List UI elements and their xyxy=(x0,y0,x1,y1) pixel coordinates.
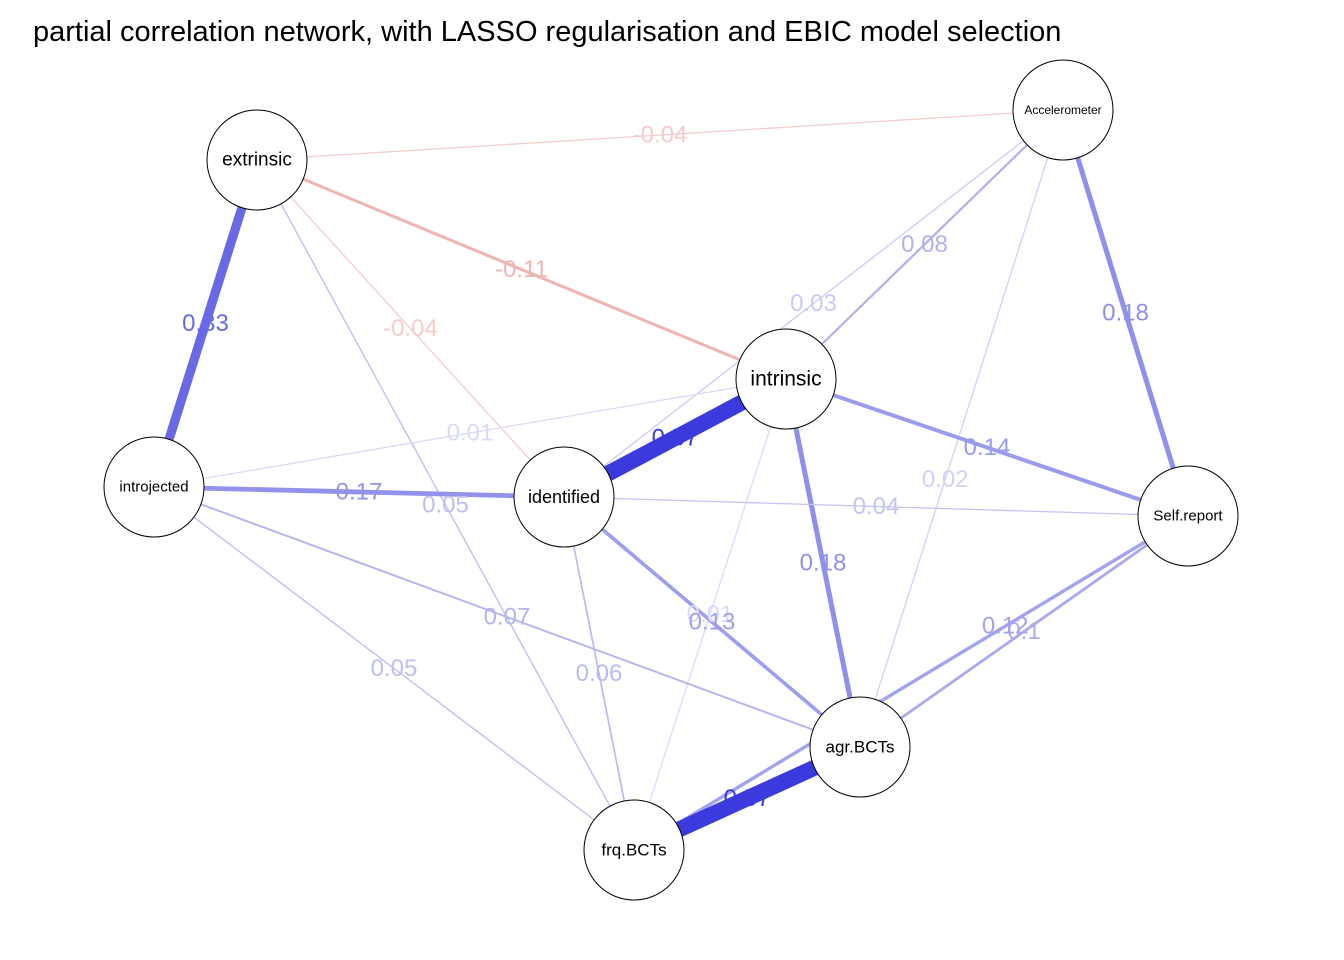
edge-accelerometer-identified xyxy=(563,109,1064,498)
node-label-extrinsic: extrinsic xyxy=(222,150,292,171)
edge-extrinsic-identified xyxy=(256,159,565,498)
edge-introjected-agr_bcts xyxy=(153,486,861,748)
edge-identified-agr_bcts xyxy=(562,495,862,749)
node-label-accelerometer: Accelerometer xyxy=(1024,103,1101,117)
edge-label-intrinsic-introjected: 0.01 xyxy=(447,420,494,447)
edge-label-introjected-identified: 0.17 xyxy=(336,479,383,506)
edge-label-intrinsic-agr_bcts: 0.18 xyxy=(800,550,847,577)
node-circle-frq_bcts xyxy=(583,799,685,901)
node-circle-accelerometer xyxy=(1012,59,1114,161)
edge-identified-self_report xyxy=(563,496,1189,517)
edge-accelerometer-agr_bcts xyxy=(859,109,1064,748)
edge-label-identified-self_report: 0.04 xyxy=(853,493,900,520)
node-circle-extrinsic xyxy=(206,109,308,211)
edge-intrinsic-frq_bcts xyxy=(633,378,787,851)
node-intrinsic: intrinsic xyxy=(735,328,837,430)
node-label-self_report: Self.report xyxy=(1153,508,1223,525)
edge-label-extrinsic-introjected: 0.33 xyxy=(182,310,229,337)
edge-intrinsic-agr_bcts xyxy=(783,378,863,748)
edge-label-identified-agr_bcts: 0.13 xyxy=(689,609,736,636)
edge-label-intrinsic-self_report: 0.14 xyxy=(964,434,1011,461)
edge-label-intrinsic-frq_bcts: 0.01 xyxy=(687,601,734,628)
node-label-agr_bcts: agr.BCTs xyxy=(826,738,895,757)
edge-label-agr_bcts-frq_bcts: 0.57 xyxy=(724,785,771,812)
nodes-layer: extrinsic Accelerometer intrinsic introject… xyxy=(103,59,1239,901)
edge-self_report-agr_bcts xyxy=(859,514,1189,749)
node-circle-introjected xyxy=(103,436,205,538)
node-circle-agr_bcts xyxy=(809,696,911,798)
edge-label-accelerometer-self_report: 0.18 xyxy=(1102,300,1149,327)
node-circle-identified xyxy=(513,446,615,548)
node-circle-intrinsic xyxy=(735,328,837,430)
edge-label-self_report-agr_bcts: 0.1 xyxy=(1007,618,1040,645)
node-extrinsic: extrinsic xyxy=(206,109,308,211)
node-label-frq_bcts: frq.BCTs xyxy=(601,841,666,860)
edge-label-extrinsic-accelerometer: -0.04 xyxy=(633,122,688,149)
edge-label-self_report-frq_bcts: 0.12 xyxy=(982,613,1029,640)
edge-accelerometer-self_report xyxy=(1060,109,1191,517)
edge-label-accelerometer-intrinsic: 0.08 xyxy=(901,231,948,258)
edge-label-accelerometer-agr_bcts: 0.02 xyxy=(922,466,969,493)
node-circle-self_report xyxy=(1137,465,1239,567)
edge-label-extrinsic-frq_bcts: 0.05 xyxy=(422,492,469,519)
edge-label-extrinsic-identified: -0.04 xyxy=(383,315,438,342)
node-identified: identified xyxy=(513,446,615,548)
edge-label-introjected-agr_bcts: 0.07 xyxy=(484,604,531,631)
chart-title: partial correlation network, with LASSO … xyxy=(33,16,1062,48)
edge-intrinsic-introjected xyxy=(153,378,787,488)
node-accelerometer: Accelerometer xyxy=(1012,59,1114,161)
edge-accelerometer-intrinsic xyxy=(785,109,1064,380)
edge-introjected-identified xyxy=(153,484,565,500)
edge-extrinsic-frq_bcts xyxy=(256,159,635,851)
edge-label-extrinsic-intrinsic: -0.11 xyxy=(495,256,548,283)
edge-extrinsic-accelerometer xyxy=(256,109,1064,161)
edge-label-identified-frq_bcts: 0.06 xyxy=(576,660,623,687)
node-frq_bcts: frq.BCTs xyxy=(583,799,685,901)
edge-intrinsic-self_report xyxy=(785,377,1189,518)
edge-extrinsic-intrinsic xyxy=(256,158,787,381)
edge-self_report-frq_bcts xyxy=(633,514,1189,852)
node-label-intrinsic: intrinsic xyxy=(750,368,821,391)
edge-identified-frq_bcts xyxy=(563,496,635,851)
edge-labels-layer: -0.04 -0.11 0.33 -0.04 0.05 0.08 0.03 0.18 0.02 0… xyxy=(182,122,1149,813)
edges-layer xyxy=(149,109,1191,858)
node-label-identified: identified xyxy=(528,487,600,507)
node-introjected: introjected xyxy=(103,436,205,538)
edge-label-intrinsic-identified: 0.57 xyxy=(652,425,699,452)
edge-label-accelerometer-identified: 0.03 xyxy=(790,290,837,317)
node-label-introjected: introjected xyxy=(119,479,188,496)
edge-introjected-frq_bcts xyxy=(153,486,635,851)
edge-extrinsic-introjected xyxy=(149,158,262,489)
edge-label-introjected-frq_bcts: 0.05 xyxy=(371,655,418,682)
node-self_report: Self.report xyxy=(1137,465,1239,567)
node-agr_bcts: agr.BCTs xyxy=(809,696,911,798)
